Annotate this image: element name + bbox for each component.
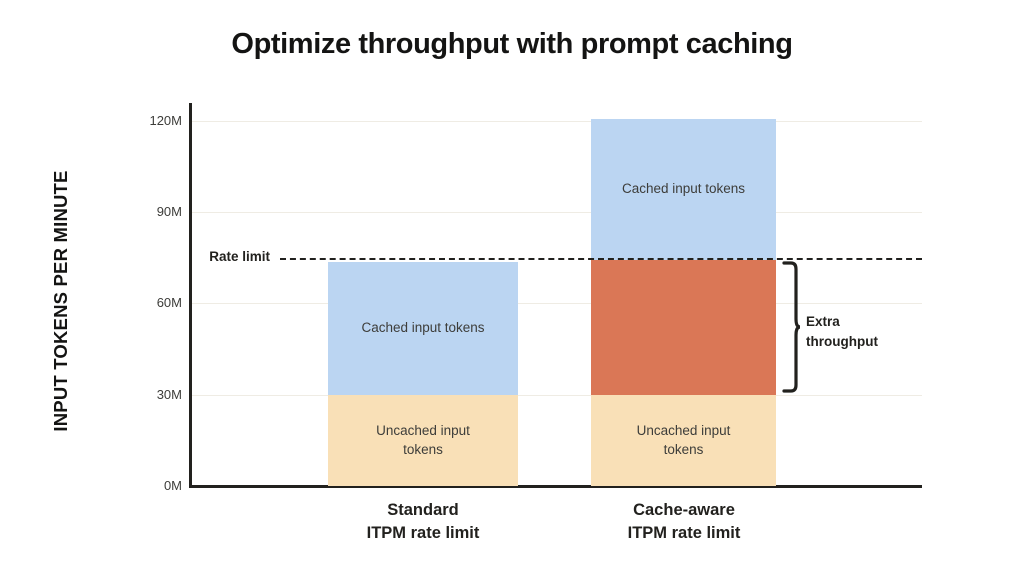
x-category-standard-line1: Standard: [387, 501, 459, 519]
y-tick-label-120m: 120M: [149, 113, 182, 128]
y-axis-line: [189, 103, 192, 487]
gridline-120m: [190, 121, 922, 122]
y-tick-label-60m: 60M: [156, 295, 182, 310]
bar-cacheaware-cached-label: Cached input tokens: [621, 181, 746, 197]
extra-throughput-label-line2: throughput: [806, 333, 878, 349]
x-category-cacheaware-line2: ITPM rate limit: [627, 523, 741, 542]
x-category-standard-line2: ITPM rate limit: [366, 523, 480, 542]
gridline-60m: [190, 303, 922, 304]
extra-throughput-label: Extra throughput: [806, 312, 926, 351]
y-tick-label-90m: 90M: [156, 204, 182, 219]
y-tick-label-0m: 0M: [163, 478, 182, 493]
chart-title: Optimize throughput with prompt caching: [231, 28, 793, 60]
bar-cacheaware-uncached-label: Uncached input tokens: [636, 423, 731, 457]
x-category-label-standard: Standard ITPM rate limit: [303, 499, 543, 545]
bar-standard-segment-uncached: Uncached input tokens: [328, 395, 518, 486]
bar-standard-segment-cached: Cached input tokens: [328, 262, 518, 395]
gridline-90m: [190, 212, 922, 213]
x-axis-line: [189, 485, 922, 488]
x-category-cacheaware-line1: Cache-aware: [633, 501, 735, 519]
bar-standard-cached-label: Cached input tokens: [361, 320, 485, 336]
rate-limit-label: Rate limit: [209, 249, 270, 264]
extra-throughput-bracket-icon: [782, 261, 800, 393]
bar-cacheaware-segment-uncached: Uncached input tokens: [591, 395, 776, 486]
rate-limit-dashed-line: [280, 258, 922, 260]
y-axis-title: INPUT TOKENS PER MINUTE: [50, 170, 71, 432]
gridline-30m: [190, 395, 922, 396]
y-tick-label-30m: 30M: [156, 387, 182, 402]
bar-cacheaware-segment-extra: [591, 260, 776, 395]
x-category-label-cacheaware: Cache-aware ITPM rate limit: [564, 499, 804, 545]
bar-cacheaware-segment-cached: Cached input tokens: [591, 119, 776, 260]
extra-throughput-label-line1: Extra: [806, 314, 840, 329]
bar-standard-uncached-label: Uncached input tokens: [376, 423, 470, 457]
